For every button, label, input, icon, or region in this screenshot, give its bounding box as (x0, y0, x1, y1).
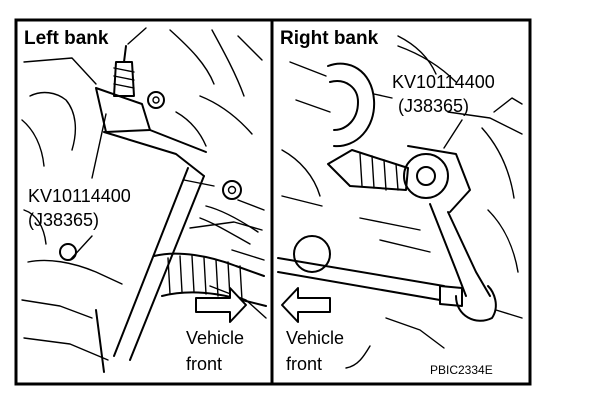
right-tool-number: KV10114400 (392, 72, 495, 92)
left-tool-number: KV10114400 (28, 186, 131, 206)
left-direction-line2: front (186, 354, 222, 374)
right-direction-line2: front (286, 354, 322, 374)
right-bank-panel: Right bank KV10114400 (J38365) Vehicle f… (277, 28, 523, 374)
figure-code: PBIC2334E (430, 363, 493, 377)
left-direction-line1: Vehicle (186, 328, 244, 348)
left-vehicle-front-arrow (195, 287, 247, 323)
right-direction-line1: Vehicle (286, 328, 344, 348)
left-engine-sketch (21, 27, 267, 373)
right-tool-alt-number: (J38365) (398, 96, 469, 116)
left-tool-alt-number: (J38365) (28, 210, 99, 230)
right-vehicle-front-arrow (281, 287, 331, 323)
left-bank-title: Left bank (24, 28, 109, 49)
left-bank-panel: Left bank KV10114400 (J38365) Vehicle fr… (21, 27, 267, 374)
right-engine-sketch (277, 35, 523, 369)
right-bank-title: Right bank (280, 28, 379, 49)
